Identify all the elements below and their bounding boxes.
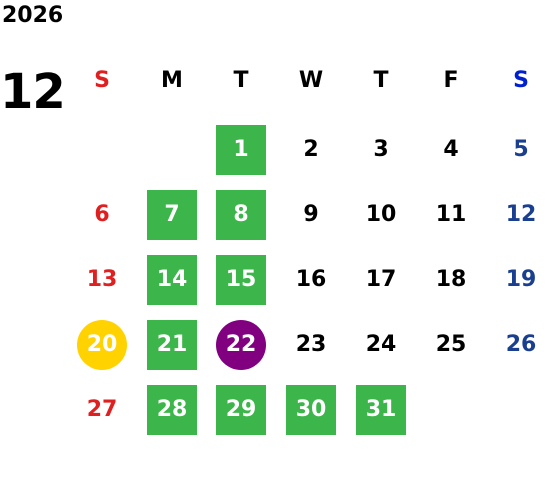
day-27[interactable]: 27 [86,397,118,422]
day-2[interactable]: 2 [303,137,319,162]
year-label: 2026 [2,3,64,28]
day-13[interactable]: 13 [86,267,118,292]
weekday-wed: W [298,68,324,93]
day-20[interactable]: 20 [77,320,127,370]
day-29[interactable]: 29 [216,385,266,435]
day-14[interactable]: 14 [147,255,197,305]
weekday-fri: F [443,68,459,93]
day-28[interactable]: 28 [147,385,197,435]
weekday-tue: T [233,68,249,93]
day-25[interactable]: 25 [435,332,467,357]
day-22[interactable]: 22 [216,320,266,370]
day-11[interactable]: 11 [435,202,467,227]
month-number: 12 [0,64,66,120]
weekday-sat: S [513,68,529,93]
day-6[interactable]: 6 [94,202,110,227]
day-1[interactable]: 1 [216,125,266,175]
day-31[interactable]: 31 [356,385,406,435]
day-7[interactable]: 7 [147,190,197,240]
day-3[interactable]: 3 [373,137,389,162]
day-23[interactable]: 23 [295,332,327,357]
day-19[interactable]: 19 [505,267,537,292]
day-4[interactable]: 4 [443,137,459,162]
day-18[interactable]: 18 [435,267,467,292]
day-21[interactable]: 21 [147,320,197,370]
weekday-thu: T [373,68,389,93]
weekday-sun: S [94,68,110,93]
day-9[interactable]: 9 [303,202,319,227]
day-15[interactable]: 15 [216,255,266,305]
day-8[interactable]: 8 [216,190,266,240]
day-5[interactable]: 5 [513,137,529,162]
day-30[interactable]: 30 [286,385,336,435]
day-17[interactable]: 17 [365,267,397,292]
weekday-mon: M [161,68,183,93]
day-16[interactable]: 16 [295,267,327,292]
day-26[interactable]: 26 [505,332,537,357]
day-24[interactable]: 24 [365,332,397,357]
day-10[interactable]: 10 [365,202,397,227]
day-12[interactable]: 12 [505,202,537,227]
